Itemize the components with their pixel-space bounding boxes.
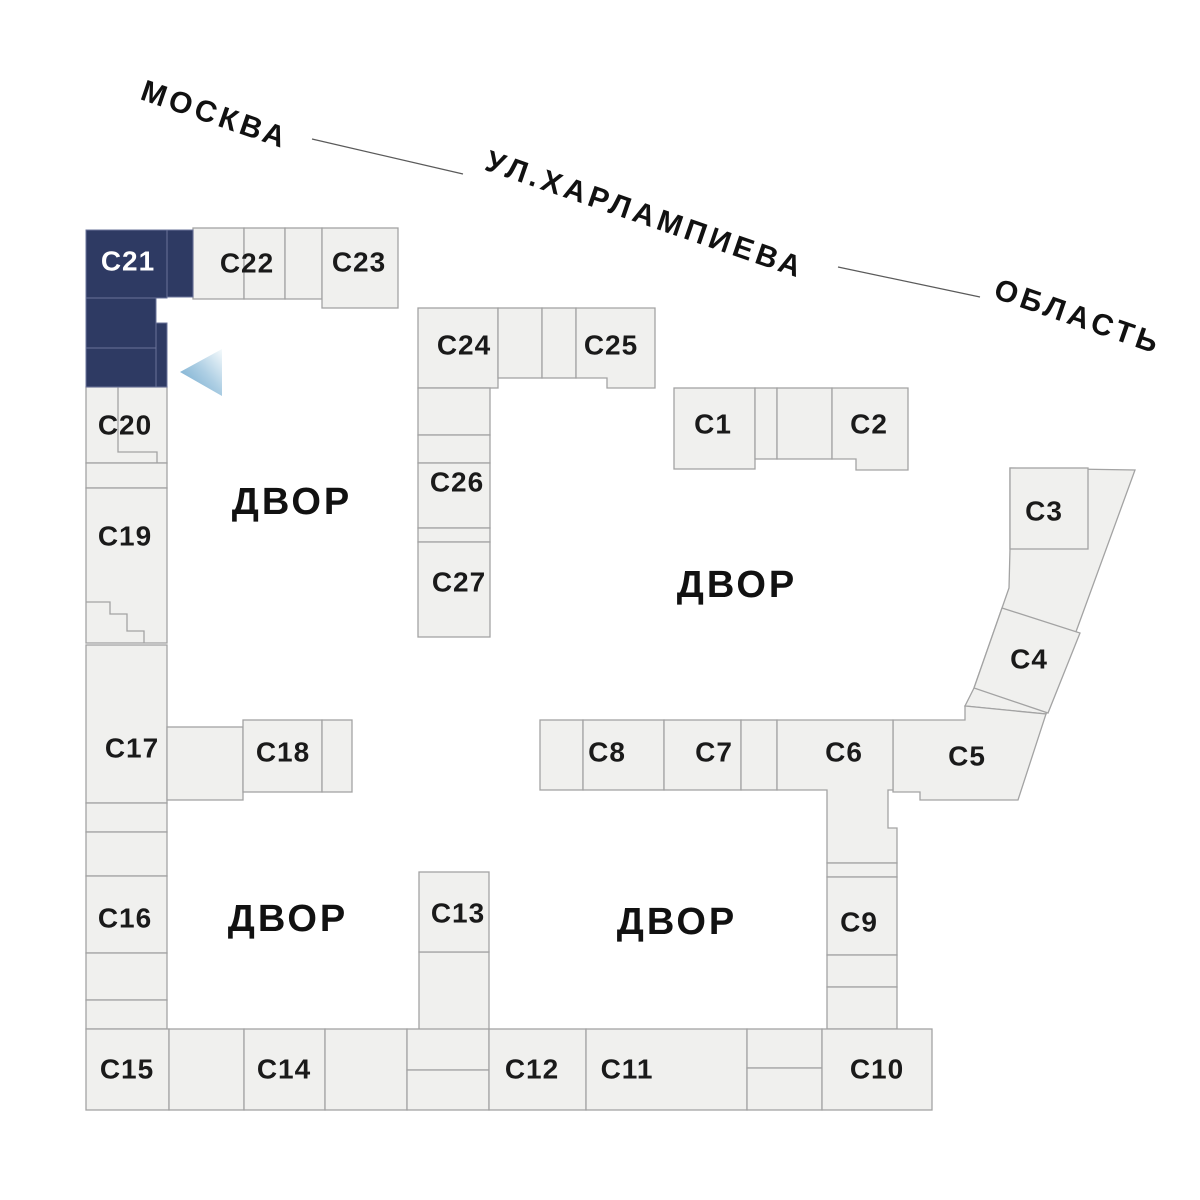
building-section bbox=[321, 719, 353, 793]
building-section bbox=[826, 862, 898, 878]
building-section bbox=[417, 387, 491, 436]
building-section bbox=[243, 227, 286, 300]
building-c20[interactable] bbox=[85, 386, 168, 464]
courtyard-label: ДВОР bbox=[228, 898, 348, 940]
building-label-c23: С23 bbox=[332, 247, 386, 278]
building-c26[interactable] bbox=[417, 462, 491, 529]
building-label-c19: С19 bbox=[98, 521, 152, 552]
building-label-c16: С16 bbox=[98, 903, 152, 934]
courtyard-label: ДВОР bbox=[617, 901, 737, 943]
building-c1[interactable] bbox=[673, 387, 756, 470]
building-label-c1: С1 bbox=[694, 409, 732, 440]
building-c12[interactable] bbox=[488, 1028, 587, 1111]
building-section bbox=[497, 307, 543, 379]
building-c8[interactable] bbox=[582, 719, 665, 791]
building-c19-stair-line bbox=[86, 601, 145, 643]
street-label-kharlampieva: УЛ.ХАРЛАМПИЕВА bbox=[481, 145, 809, 285]
building-label-c9: С9 bbox=[840, 907, 878, 938]
courtyard-label: ДВОР bbox=[232, 481, 352, 523]
building-c24[interactable] bbox=[417, 307, 499, 389]
building-section bbox=[192, 227, 245, 300]
building-label-c26: С26 bbox=[430, 467, 484, 498]
building-c11[interactable] bbox=[585, 1028, 748, 1111]
building-label-c7: С7 bbox=[695, 737, 733, 768]
courtyard-labels: ДВОР ДВОР ДВОР ДВОР bbox=[228, 481, 797, 943]
building-label-c11: С11 bbox=[601, 1054, 654, 1085]
building-c15[interactable] bbox=[85, 1028, 170, 1111]
building-section bbox=[85, 999, 168, 1030]
building-section bbox=[740, 719, 778, 791]
building-section bbox=[406, 1028, 490, 1071]
building-c21-section[interactable] bbox=[85, 347, 157, 388]
building-section bbox=[826, 986, 898, 1030]
building-section bbox=[417, 434, 491, 464]
building-section bbox=[85, 462, 168, 489]
building-c18[interactable] bbox=[242, 719, 323, 793]
building-section bbox=[324, 1028, 408, 1111]
building-c9[interactable] bbox=[826, 876, 898, 956]
building-label-c20: С20 bbox=[98, 410, 152, 441]
building-section bbox=[746, 1067, 823, 1111]
building-section bbox=[166, 726, 244, 801]
building-label-c2: С2 bbox=[850, 409, 888, 440]
building-c3[interactable] bbox=[1009, 467, 1089, 550]
building-label-c5: С5 bbox=[948, 741, 986, 772]
building-label-c8: С8 bbox=[588, 737, 626, 768]
building-label-c17: С17 bbox=[105, 733, 159, 764]
street-label-moscow: МОСКВА bbox=[137, 74, 293, 155]
building-section bbox=[826, 954, 898, 988]
building-label-c24: С24 bbox=[437, 330, 491, 361]
building-section bbox=[539, 719, 584, 791]
building-c5[interactable] bbox=[892, 705, 1047, 801]
building-c13[interactable] bbox=[418, 871, 490, 953]
building-label-c25: С25 bbox=[584, 330, 638, 361]
building-c17[interactable] bbox=[85, 644, 168, 804]
building-section bbox=[541, 307, 577, 379]
building-label-c21: С21 bbox=[101, 246, 155, 277]
building-label-c22: С22 bbox=[220, 248, 274, 279]
building-c7[interactable] bbox=[663, 719, 742, 791]
building-label-c3: С3 bbox=[1025, 496, 1063, 527]
street-line-2 bbox=[837, 266, 981, 298]
building-label-c12: С12 bbox=[505, 1054, 559, 1085]
building-label-c27: С27 bbox=[432, 567, 486, 598]
building-c2[interactable] bbox=[831, 387, 909, 471]
building-c20-inner-line bbox=[117, 387, 158, 463]
selected-building-arrow-icon bbox=[180, 349, 222, 396]
building-section bbox=[85, 831, 168, 877]
building-section bbox=[776, 387, 833, 460]
building-section bbox=[406, 1069, 490, 1111]
building-section bbox=[417, 527, 491, 543]
building-label-c10: С10 bbox=[850, 1054, 904, 1085]
building-c16[interactable] bbox=[85, 875, 168, 954]
street-line-1 bbox=[311, 138, 464, 175]
building-label-c13: С13 bbox=[431, 898, 485, 929]
building-section bbox=[85, 802, 168, 833]
building-c4[interactable] bbox=[973, 607, 1081, 714]
street-label-oblast: ОБЛАСТЬ bbox=[990, 273, 1166, 361]
building-c21[interactable] bbox=[85, 229, 194, 388]
building-c21-section[interactable] bbox=[155, 322, 168, 388]
building-label-c6: С6 bbox=[825, 737, 863, 768]
building-c25[interactable] bbox=[575, 307, 656, 389]
building-label-c14: С14 bbox=[257, 1054, 311, 1085]
building-section bbox=[284, 227, 323, 300]
building-section bbox=[746, 1028, 823, 1069]
building-c27[interactable] bbox=[417, 541, 491, 638]
building-c21-section[interactable] bbox=[85, 297, 157, 349]
building-c21-section[interactable] bbox=[166, 229, 194, 298]
building-label-c4: С4 bbox=[1010, 644, 1048, 675]
building-c10[interactable] bbox=[821, 1028, 933, 1111]
building-section bbox=[754, 387, 778, 460]
building-section bbox=[85, 952, 168, 1001]
building-c6[interactable] bbox=[776, 719, 898, 864]
building-labels: С21 С22 С23 С24 С25 С26 С27 С1 С2 С3 С4 … bbox=[98, 246, 1063, 1085]
building-label-c18: С18 bbox=[256, 737, 310, 768]
courtyard-label: ДВОР bbox=[677, 564, 797, 606]
building-label-c15: С15 bbox=[100, 1054, 154, 1085]
building-section bbox=[168, 1028, 245, 1111]
building-c23[interactable] bbox=[321, 227, 399, 309]
